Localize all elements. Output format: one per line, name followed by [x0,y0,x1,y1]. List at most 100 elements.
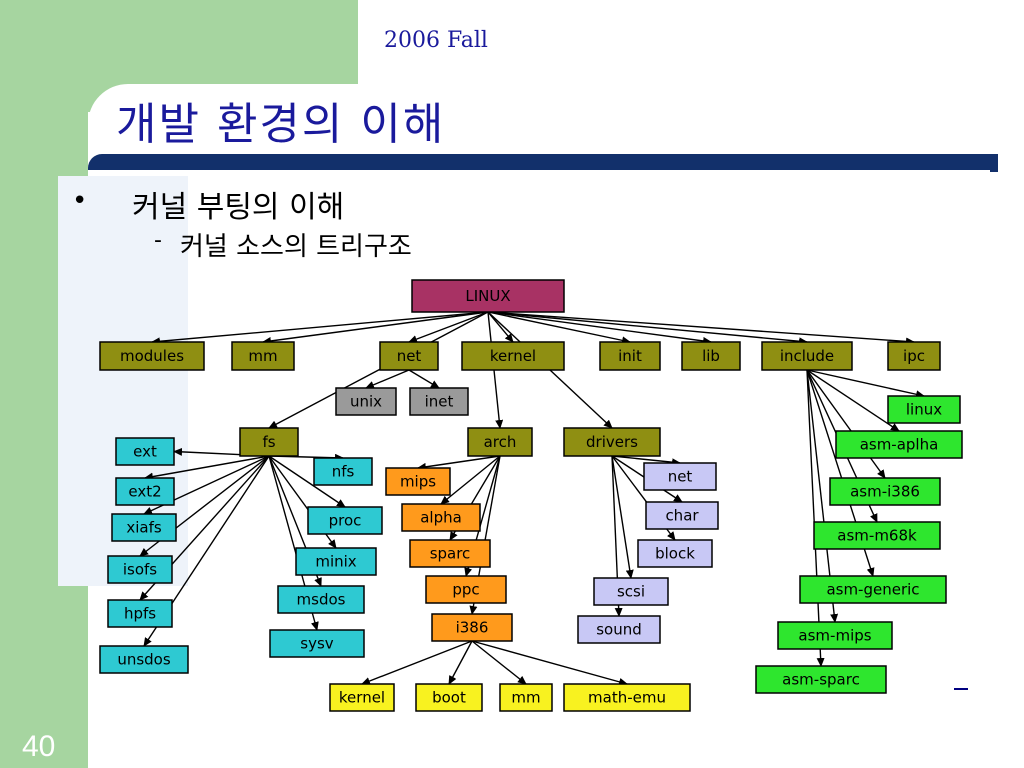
tree-node-box-nfs [313,457,373,486]
tree-node-box-modules [99,341,205,371]
sub-bullet-text: 커널 소스의 트리구조 [180,232,412,262]
tree-node-box-sysv [269,629,365,658]
tree-edge-fs-ext2 [144,455,270,481]
tree-node-label-hpfs: hpfs [124,605,156,623]
bullet-text: 커널 부팅의 이해 [132,190,345,225]
tree-node-dnet: net [643,462,717,491]
tree-node-block: block [637,539,713,568]
tree-node-init: init [599,341,661,371]
tree-node-box-net [379,341,439,371]
tree-node-box-proc [307,506,383,535]
tree-node-asmsparc: asm-sparc [755,665,887,694]
tree-node-fs: fs [239,427,299,457]
tree-node-scsi: scsi [593,577,669,606]
tree-node-asmgeneric: asm-generic [799,575,947,604]
tree-node-box-init [599,341,661,371]
tree-node-label-asmi386: asm-i386 [850,483,920,501]
tree-node-box-inet [409,387,469,416]
slide-title: 개발 환경의 이해 [116,99,446,150]
tree-node-box-asmmips [777,621,893,650]
tree-node-drivers: drivers [563,427,661,457]
tree-edge-net-inet [408,369,440,389]
tree-node-box-boot [415,683,483,712]
tree-node-boot: boot [415,683,483,712]
tree-node-ipc: ipc [887,341,941,371]
tree-node-label-unsdos: unsdos [117,651,171,669]
tree-edge-drivers-scsi [611,455,634,579]
tree-node-kernel2: kernel [329,683,395,712]
tree-node-ppc: ppc [425,575,507,604]
tree-edge-linux-mm [262,311,489,345]
tree-node-label-mathemu: math-emu [588,689,666,707]
tree-edge-arch-mips [417,455,501,471]
kernel-source-tree-diagram: LINUX modules mm net kernel init lib include ipc… [99,279,963,712]
tree-edge-i386-boot [448,640,473,685]
tree-node-label-mips: mips [400,473,436,491]
tree-node-box-minix [295,547,377,576]
tree-node-label-sound: sound [596,621,642,639]
tree-node-label-isofs: isofs [123,561,157,579]
tree-node-box-dnet [643,462,717,491]
tree-edge-i386-mm2 [471,640,527,685]
tree-node-box-mm [231,341,295,371]
tree-node-label-ilinux: linux [906,401,942,419]
title-underline-bar-end [990,154,998,172]
tree-edge-i386-kernel2 [361,640,473,685]
tree-node-label-msdos: msdos [297,591,346,609]
tree-node-arch: arch [467,427,533,457]
tree-node-box-char [645,501,719,530]
tree-node-label-sparc: sparc [430,545,471,563]
tree-node-hpfs: hpfs [107,599,173,628]
tree-node-box-i386 [431,613,513,642]
tree-node-asmi386: asm-i386 [829,477,941,506]
tree-edge-linux-init [487,311,631,345]
tree-node-proc: proc [307,506,383,535]
tree-node-label-arch: arch [484,433,517,451]
tree-node-i386: i386 [431,613,513,642]
tree-edge-arch-alpha [440,455,501,505]
tree-edge-linux-modules [151,311,489,346]
tree-node-label-init: init [618,347,642,365]
tree-node-char: char [645,501,719,530]
tree-node-label-asmm68k: asm-m68k [837,527,917,545]
tree-edge-net-unix [365,369,410,389]
tree-node-label-inet: inet [425,393,454,411]
tree-node-nfs: nfs [313,457,373,486]
tree-edge-linux-ipc [487,311,915,346]
tree-node-box-linux [411,279,565,313]
tree-edge-i386-mathemu [471,640,628,686]
tree-node-box-unsdos [99,645,189,674]
tree-node-box-include [761,341,853,371]
tree-node-mm2: mm [499,683,553,712]
tree-edge-linux-lib [487,311,712,345]
tree-node-box-ilinux [887,395,961,424]
tree-node-asmmips: asm-mips [777,621,893,650]
tree-node-include: include [761,341,853,371]
tree-node-label-scsi: scsi [617,583,645,601]
semester-label: 2006 Fall [384,28,488,53]
tree-node-label-nfs: nfs [332,463,355,481]
tree-node-ext2: ext2 [115,477,175,506]
tree-node-mathemu: math-emu [563,683,691,712]
tree-node-label-modules: modules [120,347,184,365]
tree-edge-include-asmsparc [806,369,825,667]
tree-node-label-dnet: net [668,468,693,486]
tree-node-box-ext2 [115,477,175,506]
tree-node-box-asmalpha [835,430,963,459]
tree-node-lib: lib [681,341,741,371]
tree-node-box-mm2 [499,683,553,712]
tree-node-label-proc: proc [329,512,362,530]
tree-edge-include-asmi386 [806,369,886,479]
tree-node-box-mips [385,467,451,496]
tree-node-label-char: char [665,507,699,525]
title-underline-bar [88,154,998,170]
tree-node-box-sound [577,615,661,644]
tree-edge-linux-net [408,311,489,343]
tree-node-label-net: net [397,347,422,365]
tree-node-msdos: msdos [277,585,365,614]
page-number: 40 [22,730,56,763]
tree-node-label-linux: LINUX [465,287,510,305]
tree-node-box-xiafs [111,513,177,542]
tree-node-mm: mm [231,341,295,371]
corner-dash [954,688,968,690]
